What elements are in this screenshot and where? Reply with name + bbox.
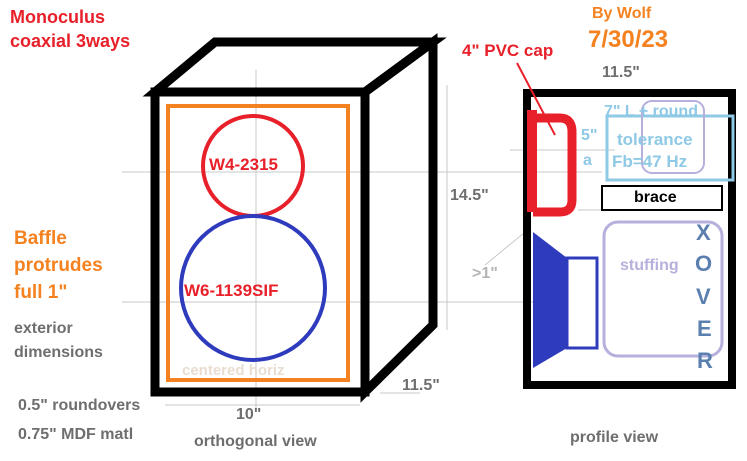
woofer-circle	[179, 214, 327, 362]
port-tolerance-label: tolerance	[617, 130, 693, 149]
profile-view-caption: profile view	[570, 429, 659, 446]
profile-box	[523, 89, 736, 389]
depth-label: 11.5"	[402, 377, 440, 394]
exterior-note-line2: dimensions	[14, 344, 103, 361]
port-size-a-label: a	[583, 152, 592, 169]
roundovers-note: 0.5" roundovers	[18, 397, 141, 414]
xover-letter-o: O	[695, 251, 713, 276]
brace-label: brace	[634, 189, 677, 206]
port-tuning-label: Fb=47 Hz	[612, 152, 688, 171]
cabinet-top	[142, 37, 447, 97]
author-date: 7/30/23	[588, 26, 669, 53]
baffle-note-line3: full 1"	[14, 282, 68, 303]
gt1-label: >1"	[472, 265, 498, 282]
driver-cone	[533, 232, 567, 368]
guide-line-gt1	[484, 227, 531, 266]
cabinet-front	[150, 87, 370, 397]
pvc-cap-shape	[533, 113, 577, 217]
centered-horiz-note: centered horiz	[182, 362, 285, 379]
port-length-label: 7" L + round	[604, 103, 698, 120]
baffle-outline	[166, 104, 350, 382]
pvc-cap-label: 4" PVC cap	[462, 41, 554, 60]
xover-letter-v: V	[696, 284, 711, 309]
baffle-note-line2: protrudes	[14, 255, 103, 276]
stuffing-box	[602, 220, 724, 358]
pvc-cap-pointer	[516, 62, 556, 136]
xover-letter-e: E	[697, 316, 712, 341]
port-size-label: 5"	[581, 127, 598, 144]
stuffing-label: stuffing	[620, 257, 679, 274]
cabinet-profile	[516, 62, 736, 389]
height-label: 14.5"	[450, 187, 489, 204]
xover-letter-r: R	[697, 348, 713, 373]
port-round-end	[641, 100, 705, 174]
xover-letter-x: X	[696, 220, 711, 245]
top-depth-label: 11.5"	[602, 64, 640, 81]
port-tube	[605, 114, 735, 182]
woofer-label: W6-1139SIF	[184, 281, 279, 300]
author-by: By Wolf	[592, 5, 652, 22]
driver-magnet	[565, 256, 599, 350]
exterior-note-line1: exterior	[14, 320, 73, 337]
width-label: 10"	[236, 406, 262, 423]
title-line2: coaxial 3ways	[10, 31, 131, 51]
cabinet-orthogonal	[142, 33, 447, 403]
orthogonal-view-caption: orthogonal view	[194, 433, 317, 450]
mdf-note: 0.75" MDF matl	[18, 426, 134, 443]
title-line1: Monoculus	[10, 7, 105, 27]
pvc-cap-body	[527, 110, 537, 212]
cabinet-side	[360, 33, 438, 403]
brace-box	[601, 185, 723, 211]
baffle-note-line1: Baffle	[14, 228, 67, 249]
tweeter-label: W4-2315	[209, 155, 278, 174]
